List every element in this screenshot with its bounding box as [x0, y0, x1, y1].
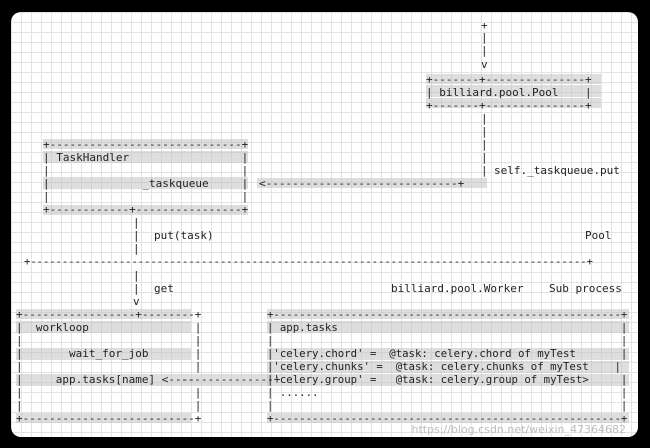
apptasks-box-blank: | |: [267, 334, 628, 347]
workloop-box-blank: | |: [16, 334, 202, 347]
entry-arrow-bar: |: [481, 31, 488, 44]
worker-down-bar: |: [133, 269, 140, 282]
apptasks-row-more: | ...... |: [267, 386, 628, 399]
highlight-apptasks-chunks: [267, 361, 629, 373]
taskhandler-box-blank: | |: [43, 190, 249, 203]
highlight-apptasks-top: [267, 309, 629, 319]
apptasks-row-group: |'celery.group' = @task: celery.group of…: [267, 373, 628, 386]
pool-call-label: self._taskqueue.put: [494, 164, 620, 177]
apptasks-row-chunks: |'celery.chunks' = @task: celery.chunks …: [267, 360, 621, 373]
workloop-box-bottom-border: +--------------------------+: [16, 412, 202, 425]
highlight-queue-arrow: [257, 178, 487, 188]
workloop-box-blank: | |: [16, 386, 202, 399]
taskhandler-box-top-border: +-----------------------------+: [43, 138, 249, 151]
entry-arrow-head: v: [481, 58, 488, 71]
highlight-pool-top: [426, 74, 601, 84]
worker-down-bar: |: [133, 282, 140, 295]
highlight-workloop-bottom: [16, 413, 191, 423]
arrow-app-tasks-to-workloop: --------------+: [181, 373, 281, 386]
workloop-box-top-border: +-----------------+--------+: [16, 308, 202, 321]
worker-label: billiard.pool.Worker: [391, 282, 524, 295]
taskhandler-box-blank: | |: [43, 164, 249, 177]
highlight-workloop-wait: [16, 348, 191, 360]
highlight-pool-title: [426, 85, 601, 97]
apptasks-box-blank: | |: [267, 399, 628, 412]
process-divider: +---------------------------------------…: [24, 256, 593, 268]
pool-connector-bar: |: [481, 151, 488, 164]
workloop-box-wait: | wait_for_job |: [16, 347, 202, 360]
highlight-apptasks-chord: [267, 348, 629, 360]
workloop-box-title: | workloop |: [16, 321, 202, 334]
highlight-apptasks-bottom: [267, 413, 629, 423]
highlight-workloop-tasks: [16, 374, 271, 386]
taskhandler-down-bar: |: [133, 242, 140, 255]
highlight-pool-bottom: [426, 98, 601, 108]
pool-section-label: Pool: [585, 229, 612, 242]
apptasks-box-top-border: +---------------------------------------…: [267, 308, 628, 321]
pool-connector-bar: |: [481, 164, 488, 177]
diagram-canvas: + | | v +-------+---------------+ | bill…: [11, 12, 638, 437]
put-task-label: put(task): [154, 229, 214, 242]
highlight-workloop-top: [16, 309, 191, 319]
apptasks-row-chord: |'celery.chord' = @task: celery.chord of…: [267, 347, 628, 360]
taskhandler-box-bottom-border: +------------+----------------+: [43, 203, 249, 216]
highlight-apptasks-group: [267, 374, 629, 386]
watermark-text: https://blog.csdn.net/weixin_47364682: [411, 423, 626, 436]
pool-box-title: | billiard.pool.Pool |: [426, 86, 592, 99]
subprocess-label: Sub process: [549, 282, 622, 295]
taskhandler-box-queue: | _taskqueue |: [43, 177, 249, 190]
taskhandler-down-bar: |: [133, 216, 140, 229]
highlight-taskhandler-queue: [43, 177, 248, 189]
highlight-taskhandler-title: [43, 151, 248, 163]
entry-arrow-bar: |: [481, 44, 488, 57]
pool-box-top-border: +-------+---------------+: [426, 73, 592, 86]
entry-arrow-top: +: [481, 19, 488, 32]
worker-arrow-head: v: [133, 295, 140, 308]
highlight-apptasks-title: [267, 321, 629, 333]
highlight-workloop-title: [16, 321, 191, 333]
pool-box-bottom-border: +-------+---------------+: [426, 99, 592, 112]
get-label: get: [154, 282, 174, 295]
pool-connector-bar: |: [481, 138, 488, 151]
apptasks-box-bottom-border: +---------------------------------------…: [267, 412, 628, 425]
workloop-box-blank: | |: [16, 360, 202, 373]
taskhandler-down-bar: |: [133, 229, 140, 242]
workloop-box-tasks: | app.tasks[name] <----: [16, 373, 195, 386]
taskhandler-box-title: | TaskHandler |: [43, 151, 249, 164]
workloop-box-blank: | |: [16, 399, 202, 412]
pool-connector-bar: |: [481, 125, 488, 138]
apptasks-box-title: | app.tasks |: [267, 321, 628, 334]
highlight-taskhandler-top: [43, 139, 248, 149]
highlight-taskhandler-bottom: [43, 205, 248, 215]
pool-connector-bar: |: [481, 112, 488, 125]
arrow-to-taskqueue: <-----------------------------+: [259, 177, 465, 190]
